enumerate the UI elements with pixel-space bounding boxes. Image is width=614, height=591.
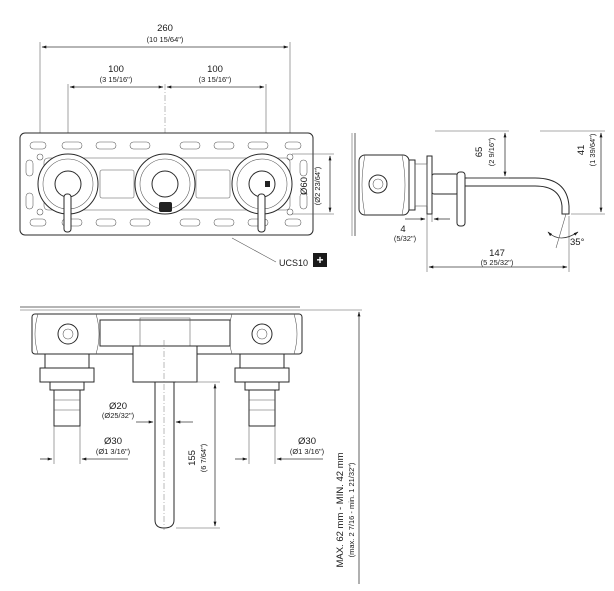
plan-view: Ø20 (Ø25/32") Ø30 (Ø1 3/16") Ø30 (Ø1 3/1… [20,306,362,584]
projection-inch: (5 25/32") [481,258,514,267]
plan-spout [132,345,198,529]
plus-icon [313,253,327,267]
left-sleeve-value: Ø30 [104,436,122,447]
dimension-rosette-diameter: Ø60 (Ø2 23/64") [292,153,334,215]
left-spacing-inch: (3 15/16") [100,75,133,84]
dimension-height-41: 41 (1 39/64") [540,130,605,215]
accessory-symbol: + [316,253,323,267]
depth-value: MAX. 62 mm - MIN. 42 mm [335,452,346,567]
projection-value: 147 [489,248,505,259]
left-spacing-value: 100 [108,64,124,75]
dimension-left-spacing: 100 (3 15/16") [69,64,164,89]
overall-width-value: 260 [157,23,173,34]
rosette-diameter-value: Ø60 [299,177,310,195]
dimension-overall-width: 260 (10 15/64") [41,23,289,49]
left-valve-handle [37,153,99,233]
plan-valve-body [31,313,303,355]
dimension-spout-diameter: Ø20 (Ø25/32") [102,401,193,424]
right-sleeve-inch: (Ø1 3/16") [290,447,325,456]
right-valve-handle [231,153,293,233]
angle-value: 35° [570,237,585,248]
right-spacing-inch: (3 15/16") [199,75,232,84]
spout-diameter-value: Ø20 [109,401,127,412]
front-view: 260 (10 15/64") 100 (3 15/16") 100 (3 15… [19,23,334,268]
right-spacing-value: 100 [207,64,223,75]
right-sleeve-value: Ø30 [298,436,316,447]
height-65-inch: (2 9/16") [487,137,496,166]
dimension-projection: 147 (5 25/32") [428,216,570,272]
plate-4-value: 4 [400,224,405,235]
dimension-height-65: 65 (2 9/16") [435,130,509,179]
side-spout [464,177,570,215]
center-spout-rosette [134,153,196,215]
side-handle [431,171,466,227]
spout-length-value: 155 [187,450,198,466]
dimension-right-sleeve: Ø30 (Ø1 3/16") [235,426,325,464]
dimension-right-spacing: 100 (3 15/16") [166,64,265,89]
side-view: 65 (2 9/16") 41 (1 39/64") 4 (5/32") 147… [351,130,605,272]
spout-length-inch: (6 7/64") [199,443,208,472]
height-41-value: 41 [576,145,587,156]
dimension-plate-4: 4 (5/32") [394,214,450,272]
side-valve-body [358,154,410,216]
accessory-code: UCS10 [279,258,308,268]
height-41-inch: (1 39/64") [588,133,597,166]
dimension-spout-length: 155 (6 7/64") [176,381,220,529]
plan-left-sleeve [39,353,95,427]
dimension-angle: 35° [547,213,585,249]
left-sleeve-inch: (Ø1 3/16") [96,447,131,456]
height-65-value: 65 [474,147,485,158]
plan-right-sleeve [234,353,290,427]
spout-diameter-inch: (Ø25/32") [102,411,135,420]
overall-width-inch: (10 15/64") [147,35,184,44]
dimension-left-sleeve: Ø30 (Ø1 3/16") [40,426,131,464]
accessory-callout: UCS10 + [231,237,327,268]
depth-inch: (max. 2 7/16 - min. 1 21/32") [347,462,356,557]
rosette-diameter-inch: (Ø2 23/64") [313,166,322,205]
dimension-depth: MAX. 62 mm - MIN. 42 mm (max. 2 7/16 - m… [300,309,362,584]
plate-4-inch: (5/32") [394,234,417,243]
